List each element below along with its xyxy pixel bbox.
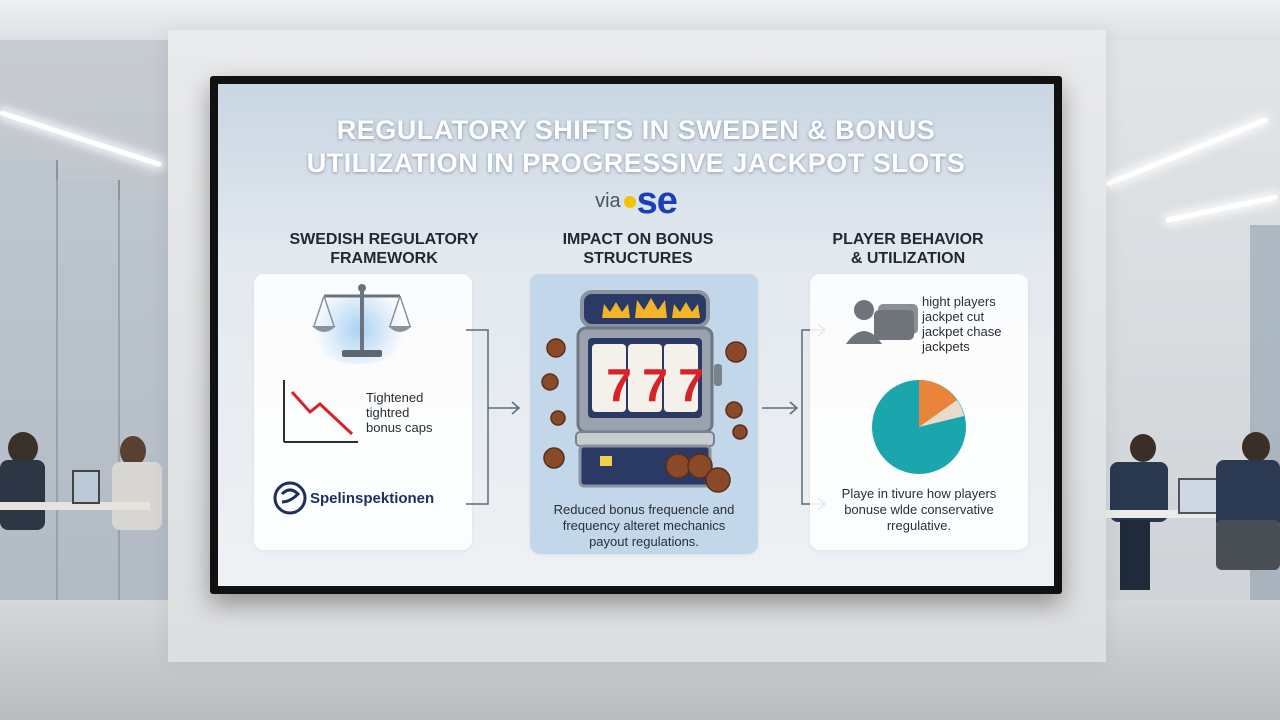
heading-line: IMPACT ON BONUS <box>562 231 714 248</box>
chart-label-line: tightred <box>366 405 410 420</box>
ceiling-light-right <box>1105 117 1269 187</box>
player-label-line: jackpet chase <box>922 324 1002 339</box>
desk <box>1106 510 1246 518</box>
glass-panel <box>0 160 58 630</box>
wall-display: REGULATORY SHIFTS IN SWEDEN & BONUS UTIL… <box>210 76 1062 594</box>
glass-panel <box>56 180 120 620</box>
brand-text: se <box>636 180 678 222</box>
panel-player: hight players jackpet cut jackpet chase … <box>810 274 1028 550</box>
title-line-2: UTILIZATION IN PROGRESSIVE JACKPOT SLOTS <box>306 148 966 178</box>
caption-line: bonuse wlde conservative <box>844 502 994 517</box>
heading-line: FRAMEWORK <box>330 250 438 267</box>
panel-regulatory: Tightened tightred bonus caps Spelinspek… <box>254 274 472 550</box>
pie-chart-icon <box>872 380 966 474</box>
display-title: REGULATORY SHIFTS IN SWEDEN & BONUS UTIL… <box>218 114 1054 180</box>
heading-line: PLAYER BEHAVIOR <box>832 231 984 248</box>
slot-machine-icon <box>541 290 748 493</box>
laptop <box>72 470 100 504</box>
players-icon <box>846 300 918 344</box>
person-seated <box>0 460 45 530</box>
caption-line: rregulative. <box>886 518 952 533</box>
left-office-area <box>0 40 170 630</box>
player-caption: Playe in tivure how players bonuse wlde … <box>810 486 1028 534</box>
ceiling-light-right <box>1165 194 1279 223</box>
person-head <box>8 432 38 464</box>
slot-reel: 7 <box>606 359 632 411</box>
person-head <box>120 436 146 466</box>
slot-reel: 7 <box>642 359 668 411</box>
flow-arrow-1 <box>466 329 521 505</box>
person-seated <box>112 462 162 530</box>
player-label-line: jackpets <box>922 339 970 354</box>
chart-label-line: bonus caps <box>366 420 433 435</box>
title-line-1: REGULATORY SHIFTS IN SWEDEN & BONUS <box>336 115 936 145</box>
heading-line: STRUCTURES <box>583 250 693 267</box>
right-office-area <box>1105 40 1280 615</box>
brand-dot-icon <box>623 195 636 208</box>
spelinspektionen-logo-text: Spelinspektionen <box>310 490 435 507</box>
ceiling-light-left <box>0 110 163 168</box>
impact-caption: Reduced bonus frequencle and frequency a… <box>530 502 758 550</box>
player-label-line: hight players <box>922 294 996 309</box>
heading-line: & UTILIZATION <box>850 250 966 267</box>
heading-line: SWEDISH REGULATORY <box>289 231 479 248</box>
declining-chart-icon <box>283 380 358 443</box>
spelinspektionen-logo-icon <box>273 481 307 515</box>
column-heading-player: PLAYER BEHAVIOR & UTILIZATION <box>778 230 1038 268</box>
player-label: hight players jackpet cut jackpet chase … <box>922 294 1002 354</box>
chart-label: Tightened tightred bonus caps <box>366 390 433 435</box>
slot-reel: 7 <box>678 359 704 411</box>
person-seated <box>1216 460 1280 530</box>
person-legs <box>1120 520 1150 590</box>
column-heading-regulatory: SWEDISH REGULATORY FRAMEWORK <box>254 230 514 268</box>
panel-impact: 7 7 7 Reduced bonus frequencle and frequ… <box>530 274 758 554</box>
caption-line: Playe in tivure how players <box>841 486 997 501</box>
via-text: via <box>595 190 621 212</box>
desk <box>0 502 150 510</box>
caption-line: frequency alteret mechanics <box>562 518 726 533</box>
office-chair <box>1216 520 1280 570</box>
caption-line: Reduced bonus frequencle and <box>553 502 735 517</box>
balance-scale-icon <box>312 284 412 357</box>
display-content: REGULATORY SHIFTS IN SWEDEN & BONUS UTIL… <box>218 84 1054 586</box>
caption-line: payout regulations. <box>589 534 699 549</box>
person-head <box>1242 432 1270 462</box>
glass-panel <box>118 200 170 610</box>
chart-label-line: Tightened <box>366 390 424 405</box>
person-head <box>1130 434 1156 462</box>
player-label-line: jackpet cut <box>922 309 985 324</box>
column-heading-impact: IMPACT ON BONUS STRUCTURES <box>508 230 768 268</box>
